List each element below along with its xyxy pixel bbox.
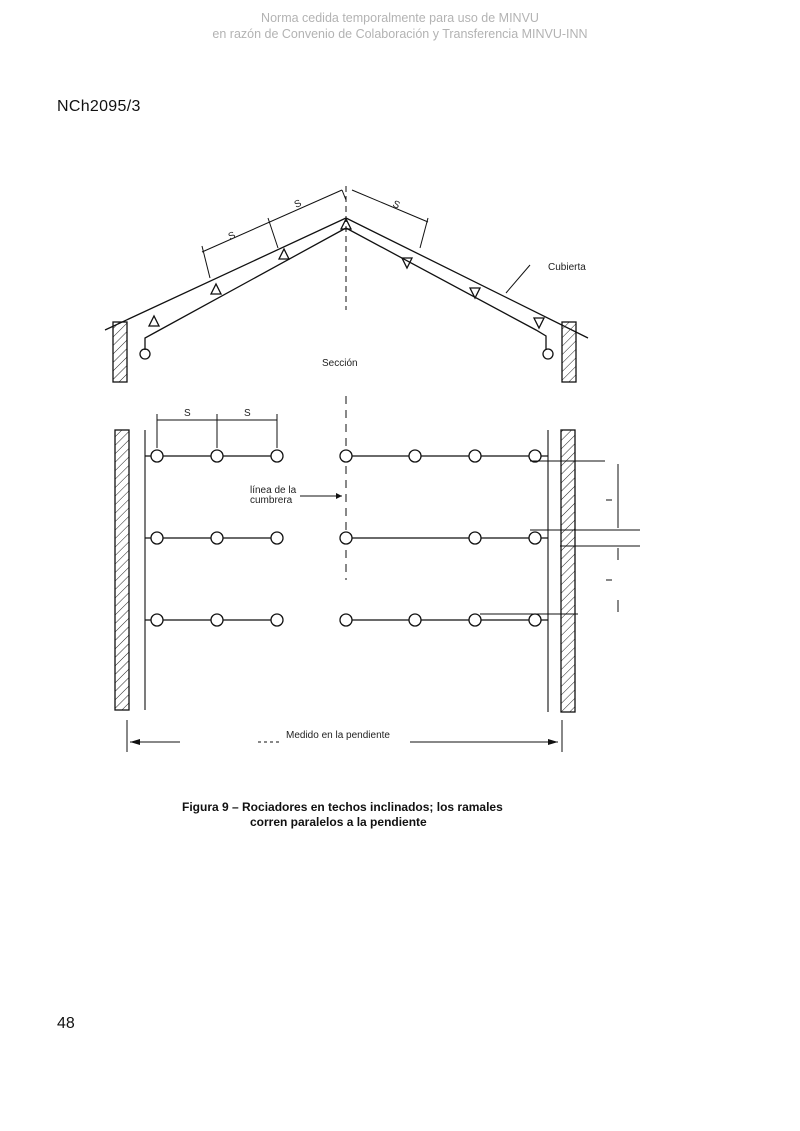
left-wall-plan — [114, 429, 130, 711]
sprinkler-head — [210, 613, 224, 627]
right-wall-section — [561, 321, 577, 383]
sprinkler-head — [468, 613, 482, 627]
sprinkler-head — [339, 531, 353, 545]
sprinkler-heads — [150, 449, 542, 627]
spacing-label-left-lower: S — [227, 230, 238, 243]
branch-lines — [145, 455, 548, 621]
page-number: 48 — [57, 1015, 75, 1032]
document-code: NCh2095/3 — [57, 98, 141, 115]
roof-leader-line — [505, 264, 531, 294]
spacing-label-right: S — [391, 199, 402, 212]
sprinkler-head — [528, 613, 542, 627]
ridge-label-line-1: línea de la — [250, 485, 297, 496]
roof-label: Cubierta — [548, 262, 586, 273]
right-branch-pipe — [345, 227, 547, 350]
slope-dimension — [126, 720, 563, 752]
left-riser-head — [139, 348, 151, 360]
section-label: Sección — [322, 358, 358, 369]
sprinkler-head — [468, 531, 482, 545]
spacing-label-plan-2: S — [244, 408, 251, 419]
watermark-line-1: Norma cedida temporalmente para uso de M… — [261, 11, 539, 25]
caption-line-1: Figura 9 – Rociadores en techos inclinad… — [182, 800, 503, 814]
sprinkler-head — [210, 449, 224, 463]
sprinkler-head — [408, 449, 422, 463]
sprinkler-head — [150, 531, 164, 545]
figure-caption: Figura 9 – Rociadores en techos inclinad… — [182, 800, 503, 830]
sprinkler-icon — [400, 257, 414, 270]
left-branch-pipe — [144, 227, 347, 350]
right-wall-plan — [560, 429, 576, 713]
sprinkler-head — [339, 613, 353, 627]
left-wall-section — [112, 321, 128, 383]
sprinkler-icon — [468, 287, 482, 300]
sprinkler-head — [270, 531, 284, 545]
watermark-line-2: en razón de Convenio de Colaboración y T… — [212, 27, 588, 41]
ridge-label-line-2: cumbrera — [250, 495, 293, 506]
sprinkler-head — [210, 531, 224, 545]
sprinkler-head — [528, 449, 542, 463]
sprinkler-head — [270, 613, 284, 627]
sprinkler-head — [339, 449, 353, 463]
right-dimension-lines — [480, 460, 640, 615]
spacing-label-left-upper: S — [293, 198, 304, 211]
sprinkler-icon — [209, 282, 223, 295]
plan-view — [114, 396, 640, 752]
sprinkler-head — [150, 613, 164, 627]
sprinkler-head — [528, 531, 542, 545]
sprinkler-head — [270, 449, 284, 463]
caption-line-2: corren paralelos a la pendiente — [250, 815, 427, 829]
sprinkler-icon — [532, 317, 546, 330]
slope-measure-label: Medido en la pendiente — [286, 730, 390, 741]
sprinkler-head — [408, 613, 422, 627]
spacing-label-plan-1: S — [184, 408, 191, 419]
sprinkler-icon — [277, 247, 291, 260]
sprinkler-head — [150, 449, 164, 463]
sprinkler-icon — [147, 314, 161, 327]
roof-section-view — [104, 186, 589, 383]
watermark: Norma cedida temporalmente para uso de M… — [0, 10, 800, 42]
sprinkler-head — [468, 449, 482, 463]
right-riser-head — [542, 348, 554, 360]
plan-spacing-dimension — [156, 414, 278, 448]
